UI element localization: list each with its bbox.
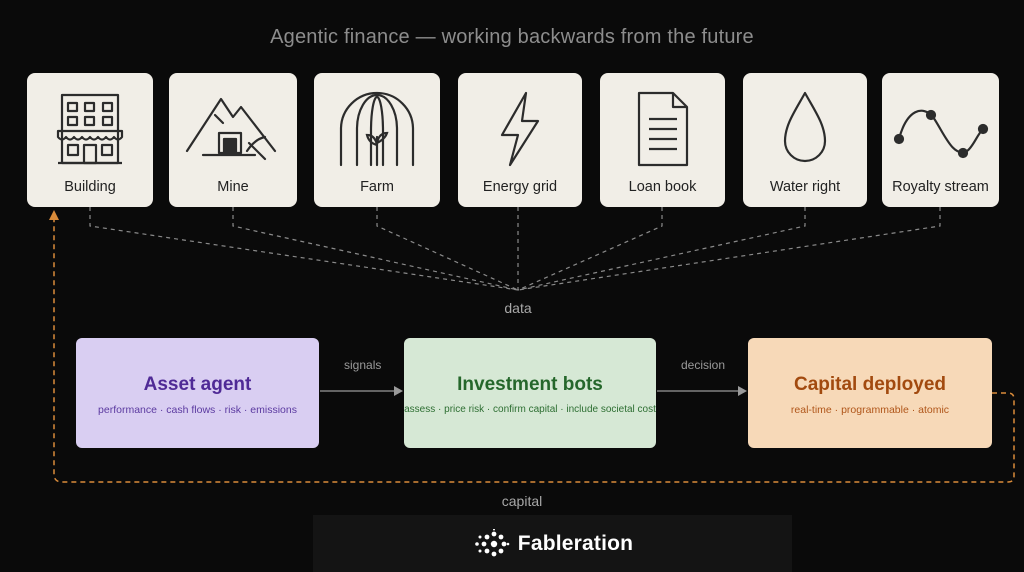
asset-label-farm: Farm	[360, 179, 394, 195]
brand: Fableration	[313, 529, 792, 559]
stage-title-capital-deployed: Capital deployed	[793, 374, 947, 395]
asset-label-loan-book: Loan book	[628, 179, 697, 195]
stage-subtitle-investment-bots: assess · price risk · confirm capital · …	[404, 404, 656, 415]
stage-subtitle-asset-agent: performance · cash flows · risk · emissi…	[98, 404, 297, 416]
dotted-circle-logo-icon	[474, 529, 510, 557]
asset-card-mine: Mine	[169, 73, 297, 207]
asset-label-water-right: Water right	[769, 179, 841, 195]
building-icon	[56, 93, 124, 165]
diagram-title: Agentic finance — working backwards from…	[270, 26, 754, 48]
stage-asset-agent: Asset agent performance · cash flows · r…	[76, 338, 319, 448]
water-drop-icon	[783, 91, 827, 163]
lightning-icon	[500, 91, 540, 167]
signals-label: signals	[344, 358, 382, 372]
asset-label-energy-grid: Energy grid	[482, 179, 558, 195]
stage-capital-deployed: Capital deployed real-time · programmabl…	[748, 338, 992, 448]
brand-name: Fableration	[517, 532, 634, 555]
asset-label-royalty-stream: Royalty stream	[892, 179, 989, 195]
asset-card-farm: Farm	[314, 73, 440, 207]
asset-label-mine: Mine	[217, 179, 249, 195]
asset-card-building: Building	[27, 73, 153, 207]
farm-icon	[339, 91, 415, 167]
data-flow-label: data	[504, 300, 532, 316]
decision-label: decision	[681, 358, 726, 372]
stage-investment-bots: Investment bots assess · price risk · co…	[404, 338, 656, 448]
asset-card-loan-book: Loan book	[600, 73, 725, 207]
footer-bar: Fableration	[313, 515, 792, 572]
capital-flow-label: capital	[501, 493, 543, 509]
document-icon	[637, 91, 688, 167]
asset-card-energy-grid: Energy grid	[458, 73, 582, 207]
stage-title-asset-agent: Asset agent	[143, 374, 252, 395]
wave-curve-icon	[893, 109, 988, 159]
asset-card-royalty-stream: Royalty stream	[882, 73, 999, 207]
asset-card-water-right: Water right	[743, 73, 867, 207]
stage-subtitle-capital-deployed: real-time · programmable · atomic	[790, 404, 950, 416]
mine-icon	[185, 97, 277, 161]
stage-title-investment-bots: Investment bots	[457, 374, 603, 395]
asset-label-building: Building	[64, 179, 116, 195]
